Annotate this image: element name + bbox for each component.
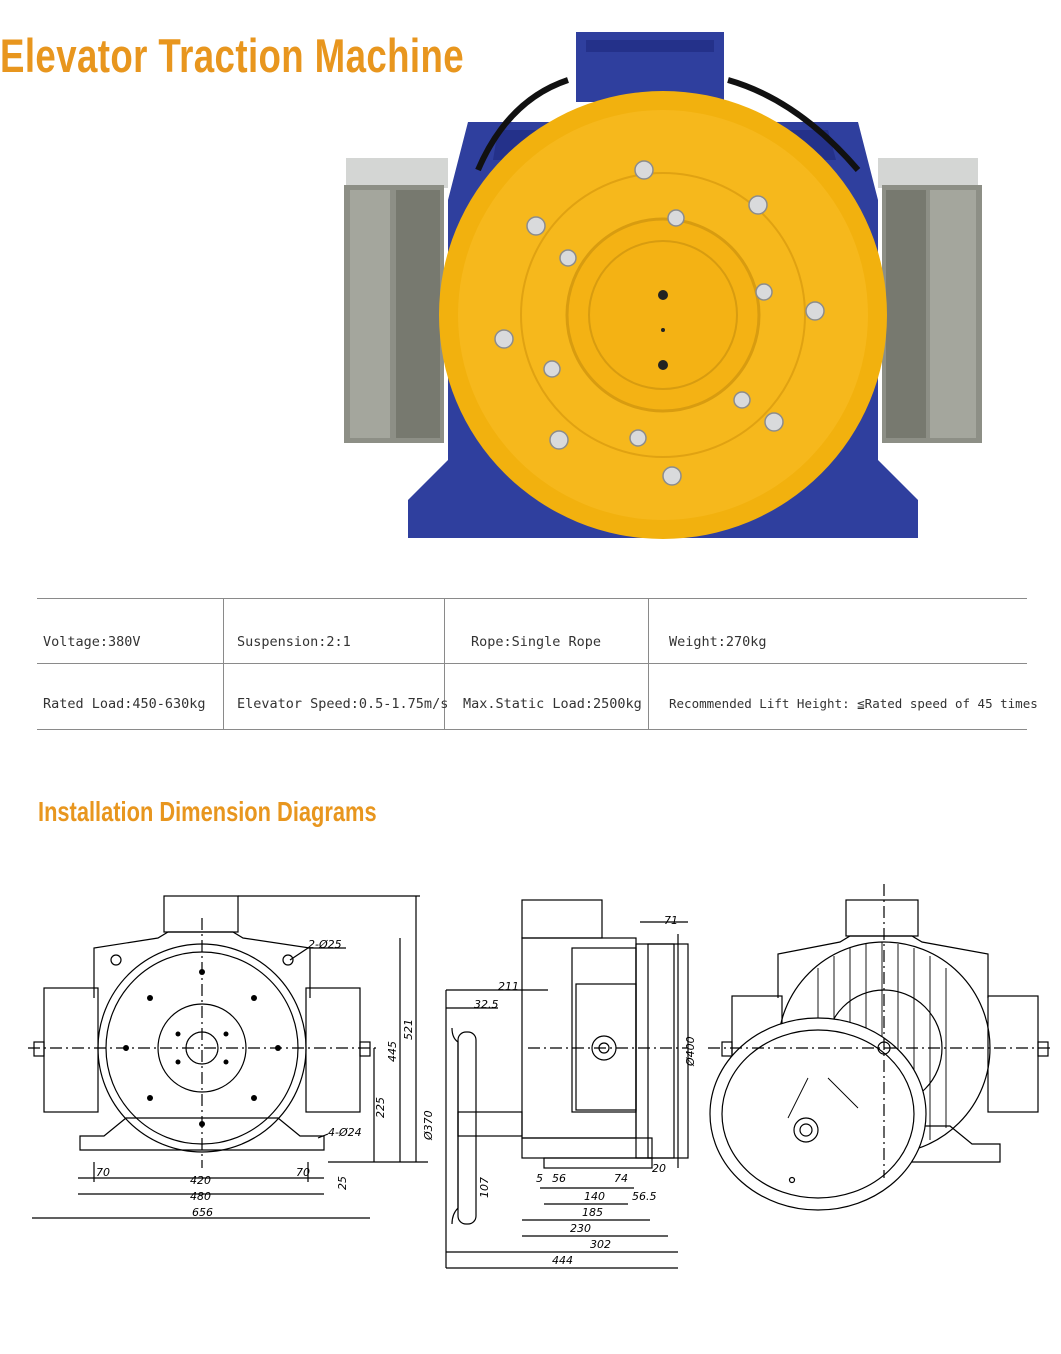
traction-machine-photo [344, 32, 982, 539]
dim-444: 444 [552, 1254, 573, 1267]
dim-420: 420 [190, 1174, 211, 1187]
dim-70-left: 70 [96, 1166, 110, 1179]
dim-hole-top: 2-Ø25 [308, 938, 342, 951]
section-title: Installation Dimension Diagrams [38, 796, 377, 827]
dim-32-5: 32.5 [474, 998, 499, 1011]
dim-230: 230 [570, 1222, 591, 1235]
dim-20: 20 [652, 1162, 666, 1175]
spec-table: Voltage:380V Suspension:2:1 Rope:Single … [37, 598, 1038, 730]
dim-56: 56 [552, 1172, 566, 1185]
dim-71: 71 [664, 914, 678, 927]
dim-480: 480 [190, 1190, 211, 1203]
column-divider [648, 599, 649, 729]
spec-voltage: Voltage:380V [43, 634, 141, 650]
dim-185: 185 [582, 1206, 603, 1219]
dim-225: 225 [374, 1097, 387, 1118]
front-view-drawing: 2-Ø25 521 445 225 4-Ø24 25 70 420 70 480… [28, 895, 428, 1219]
spec-row: Voltage:380V Suspension:2:1 Rope:Single … [37, 599, 1027, 664]
dim-5: 5 [536, 1172, 543, 1185]
dim-hole-base: 4-Ø24 [328, 1126, 362, 1139]
spec-max-static-load: Max.Static Load:2500kg [463, 696, 642, 712]
dim-211: 211 [498, 980, 519, 993]
spec-rated-load: Rated Load:450-630kg [43, 696, 206, 712]
dim-140: 140 [584, 1190, 605, 1203]
dim-74: 74 [614, 1172, 628, 1185]
dim-400: Ø400 [684, 1036, 697, 1067]
column-divider [223, 599, 224, 729]
dim-445: 445 [386, 1041, 399, 1062]
dim-370: Ø370 [422, 1110, 435, 1141]
dim-302: 302 [590, 1238, 611, 1251]
dim-56-5: 56.5 [632, 1190, 657, 1203]
dim-521: 521 [402, 1019, 415, 1040]
spec-row: Rated Load:450-630kg Elevator Speed:0.5-… [37, 664, 1038, 728]
spec-weight: Weight:270kg [669, 634, 767, 650]
dim-70-right: 70 [296, 1166, 310, 1179]
dim-656: 656 [192, 1206, 213, 1219]
right-brake-unit [878, 158, 982, 443]
dim-107: 107 [478, 1177, 491, 1198]
spec-rope: Rope:Single Rope [471, 634, 602, 650]
spec-elevator-speed: Elevator Speed:0.5-1.75m/s [237, 696, 449, 712]
rear-view-drawing [708, 884, 1053, 1211]
page-title: Elevator Traction Machine [0, 29, 465, 82]
side-view-drawing: 71 211 32.5 Ø400 Ø370 107 5 56 74 20 140… [422, 899, 697, 1269]
left-brake-unit [344, 158, 448, 443]
spec-lift-height: Recommended Lift Height: ≦Rated speed of… [669, 696, 1038, 711]
sheave-bolts [494, 160, 825, 486]
dimension-drawings: 2-Ø25 521 445 225 4-Ø24 25 70 420 70 480… [28, 884, 1053, 1269]
column-divider [444, 599, 445, 729]
dim-25: 25 [336, 1176, 349, 1190]
spec-suspension: Suspension:2:1 [237, 634, 351, 650]
